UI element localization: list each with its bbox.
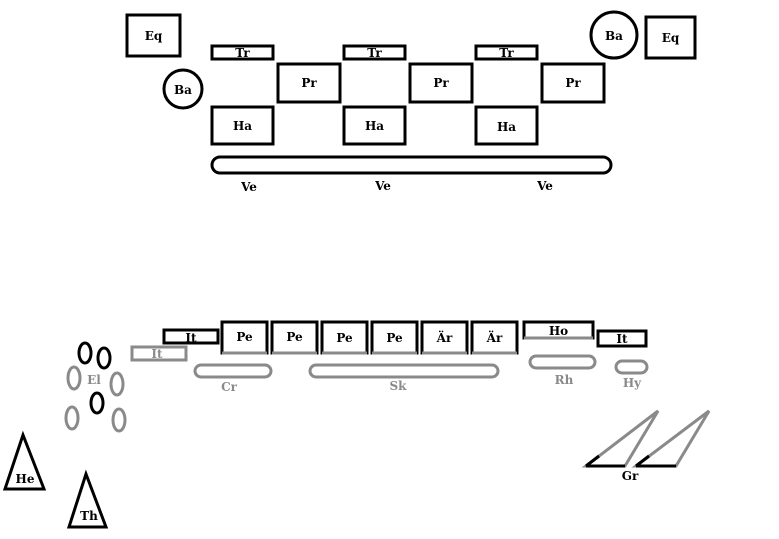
cr-bar: [193, 363, 273, 379]
he-label: He: [16, 472, 35, 486]
pe-box-4: [370, 320, 419, 355]
pr-label-2: Pr: [433, 76, 449, 90]
it-label-right: It: [616, 332, 628, 346]
pr-box-3: [540, 62, 606, 104]
ha-label-2: Ha: [365, 119, 384, 133]
ba-circle-left: [162, 68, 204, 110]
tr-label-1: Tr: [235, 46, 250, 60]
gr-triangle-1: [581, 409, 660, 468]
el-ellipse: [96, 346, 112, 370]
ve-label-2: Ve: [374, 179, 391, 193]
pr-box-1: [276, 62, 342, 104]
he-triangle: [2, 430, 47, 491]
it-label-faded: It: [151, 347, 163, 361]
pr-label-1: Pr: [301, 76, 317, 90]
sk-bar: [308, 363, 500, 379]
hy-bar: [614, 359, 649, 375]
it-box-right: [596, 329, 648, 348]
lower-structure: It It It Pe Pe Pe Pe Är: [2, 320, 711, 529]
pr-label-3: Pr: [565, 76, 581, 90]
pe-box-2: [270, 320, 319, 355]
pe-box-1: [220, 320, 269, 355]
tr-label-2: Tr: [367, 46, 382, 60]
cr-label: Cr: [221, 380, 238, 394]
th-triangle: [66, 469, 109, 529]
ba-circle-right: [589, 10, 639, 60]
ha-box-2: [342, 105, 407, 146]
el-ellipse-cluster: [64, 341, 127, 433]
gr-label: Gr: [622, 469, 639, 483]
pe-label-2: Pe: [286, 330, 303, 344]
ar-box-1: [420, 320, 469, 355]
it-box-left: [162, 328, 220, 345]
el-ellipse: [109, 371, 125, 397]
th-label: Th: [80, 509, 98, 523]
rh-bar: [528, 354, 597, 370]
eq-label-right: Eq: [662, 31, 680, 45]
it-box-faded: [130, 345, 188, 362]
rh-label: Rh: [555, 373, 574, 387]
ba-label-left: Ba: [174, 83, 192, 97]
ba-label-right: Ba: [605, 29, 623, 43]
ar-label-2: Är: [486, 330, 503, 345]
ha-box-3: [474, 105, 539, 146]
el-ellipse: [77, 341, 93, 365]
ar-label-1: Är: [436, 330, 453, 345]
ha-label-3: Ha: [497, 120, 516, 134]
el-ellipse: [89, 391, 105, 415]
ve-bar: [210, 155, 613, 175]
el-ellipse: [111, 407, 127, 433]
ho-box: [522, 320, 595, 340]
gr-triangle-2: [631, 409, 711, 468]
tr-label-3: Tr: [499, 46, 514, 60]
el-ellipse: [64, 405, 80, 431]
ha-box-1: [210, 105, 275, 146]
pe-box-3: [320, 320, 369, 355]
it-label-left: It: [185, 331, 197, 345]
ho-label: Ho: [549, 324, 568, 338]
ve-label-1: Ve: [240, 180, 257, 194]
tr-box-3: [474, 44, 539, 61]
el-label: El: [87, 373, 101, 387]
pr-box-2: [408, 62, 474, 104]
eq-box-left: [125, 13, 182, 58]
pe-label-3: Pe: [336, 331, 353, 345]
pe-label-1: Pe: [236, 330, 253, 344]
ve-label-3: Ve: [536, 179, 553, 193]
ar-box-2: [470, 320, 519, 355]
tr-box-2: [342, 44, 407, 61]
sk-label: Sk: [390, 379, 408, 393]
el-ellipse: [66, 365, 82, 391]
pe-label-4: Pe: [386, 331, 403, 345]
tr-box-1: [210, 44, 275, 61]
eq-box-right: [644, 15, 697, 60]
eq-label-left: Eq: [145, 29, 163, 43]
hy-label: Hy: [623, 376, 642, 390]
upper-structure: Eq Eq Ba Ba Tr Tr Tr Pr Pr Pr Ha Ha Ha V…: [125, 10, 697, 194]
ha-label-1: Ha: [233, 119, 252, 133]
